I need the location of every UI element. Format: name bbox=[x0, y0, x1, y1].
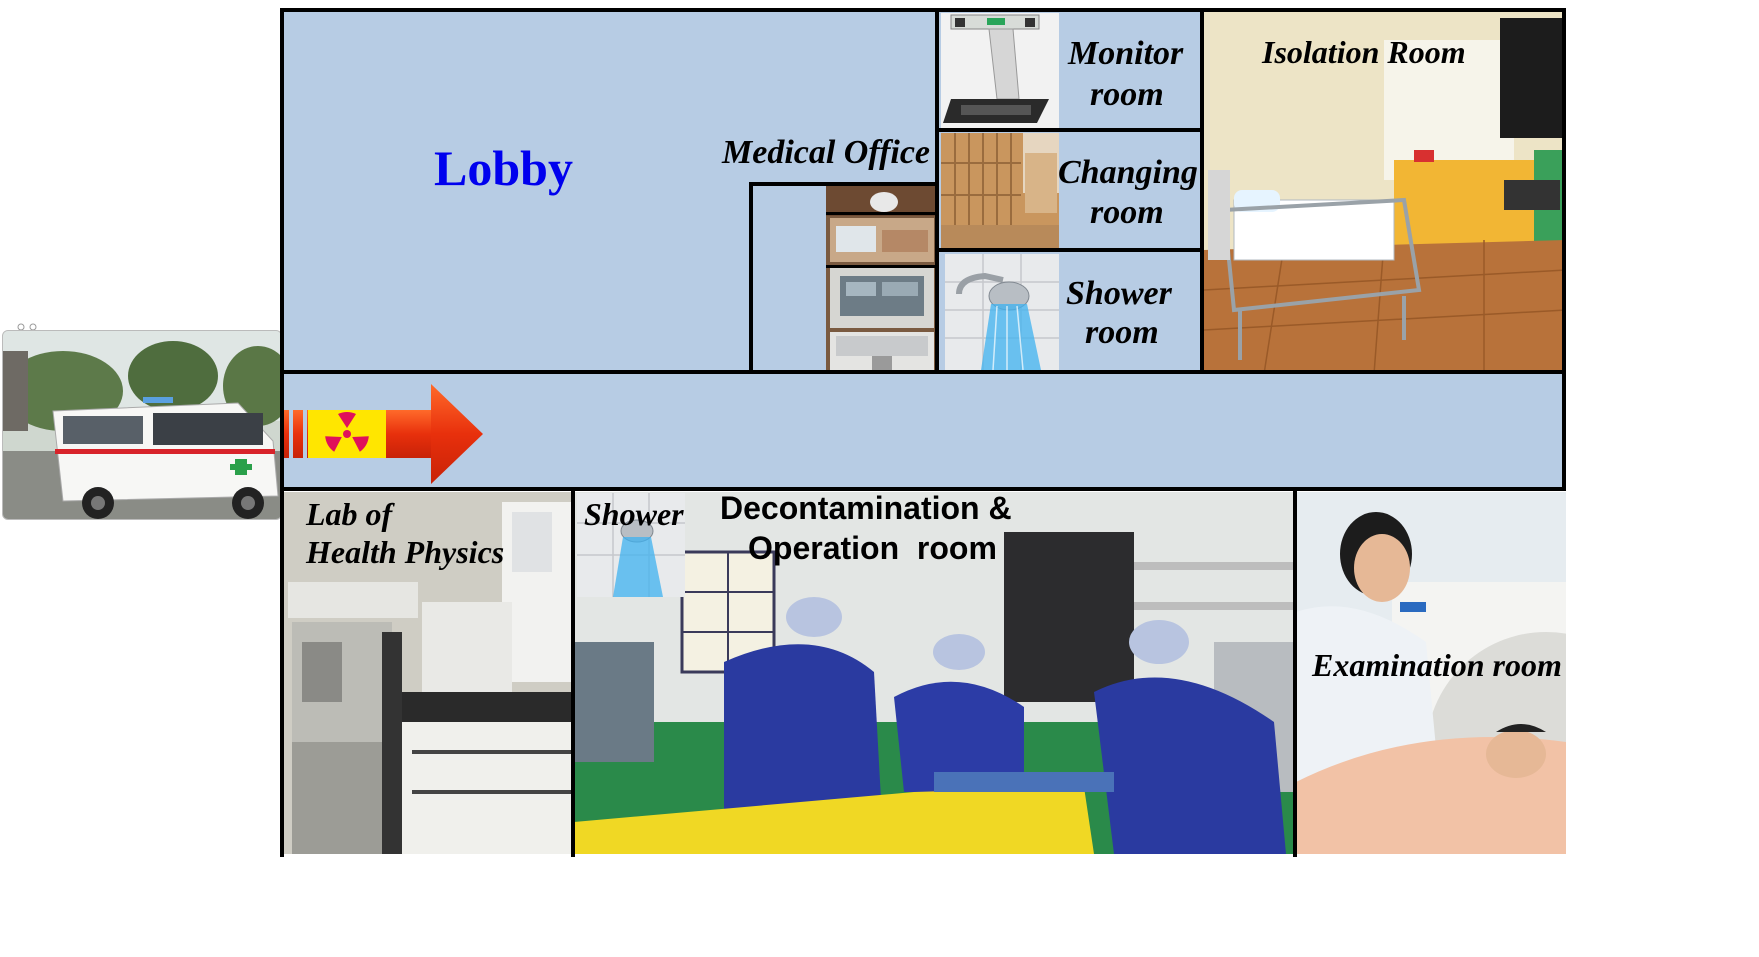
operation-room-photo bbox=[574, 492, 1296, 854]
examination-room-photo bbox=[1296, 492, 1566, 854]
service-rooms-left-wall bbox=[935, 10, 939, 374]
medical-office-wall-mid1 bbox=[826, 212, 938, 215]
lab-operation-divider bbox=[571, 489, 575, 857]
shower-room-label-2: room bbox=[1085, 314, 1159, 351]
ambulance-photo-dots bbox=[16, 318, 46, 331]
changing-shower-divider bbox=[938, 248, 1204, 252]
building-left-wall bbox=[280, 8, 284, 857]
lab-health-physics-photo bbox=[282, 492, 574, 854]
changing-room-label-2: room bbox=[1090, 194, 1164, 231]
isolation-room-photo bbox=[1204, 10, 1566, 374]
corridor-right-wall bbox=[1562, 372, 1566, 489]
changing-room-photo bbox=[941, 133, 1059, 248]
decontamination-label-2: Operation room bbox=[748, 530, 997, 566]
corridor-top-wall bbox=[280, 370, 1566, 374]
operation-exam-divider bbox=[1293, 489, 1297, 857]
shower-small-photo bbox=[577, 493, 685, 597]
medical-office-wall-top bbox=[749, 182, 940, 186]
isolation-room-right-wall bbox=[1562, 8, 1566, 374]
medical-office-label: Medical Office bbox=[722, 134, 931, 171]
shower-small-label: Shower bbox=[584, 496, 684, 532]
decontamination-label-1: Decontamination & bbox=[720, 490, 1012, 526]
medical-office-photo bbox=[826, 186, 938, 386]
medical-office-wall-left bbox=[749, 182, 753, 372]
radiation-trefoil-icon bbox=[308, 410, 386, 458]
corridor-bottom-wall bbox=[280, 487, 1566, 491]
lab-label-2: Health Physics bbox=[306, 534, 505, 570]
monitor-room-label-2: room bbox=[1090, 76, 1164, 113]
corridor bbox=[282, 372, 1566, 489]
shower-room-photo bbox=[945, 254, 1059, 370]
isolation-room-label: Isolation Room bbox=[1262, 34, 1466, 70]
examination-room-label: Examination room bbox=[1312, 647, 1562, 683]
lobby-label: Lobby bbox=[434, 140, 573, 196]
changing-room-label-1: Changing bbox=[1058, 154, 1198, 191]
monitor-room-photo bbox=[941, 13, 1059, 129]
monitor-room-label-1: Monitor bbox=[1068, 35, 1184, 72]
service-rooms-right-wall bbox=[1200, 10, 1204, 374]
building-top-wall bbox=[280, 8, 1566, 12]
lab-label-1: Lab of bbox=[306, 496, 393, 532]
monitor-changing-divider bbox=[938, 128, 1204, 132]
ambulance-photo bbox=[2, 330, 282, 520]
medical-office-wall-mid2 bbox=[826, 265, 938, 268]
shower-room-label-1: Shower bbox=[1066, 275, 1172, 312]
